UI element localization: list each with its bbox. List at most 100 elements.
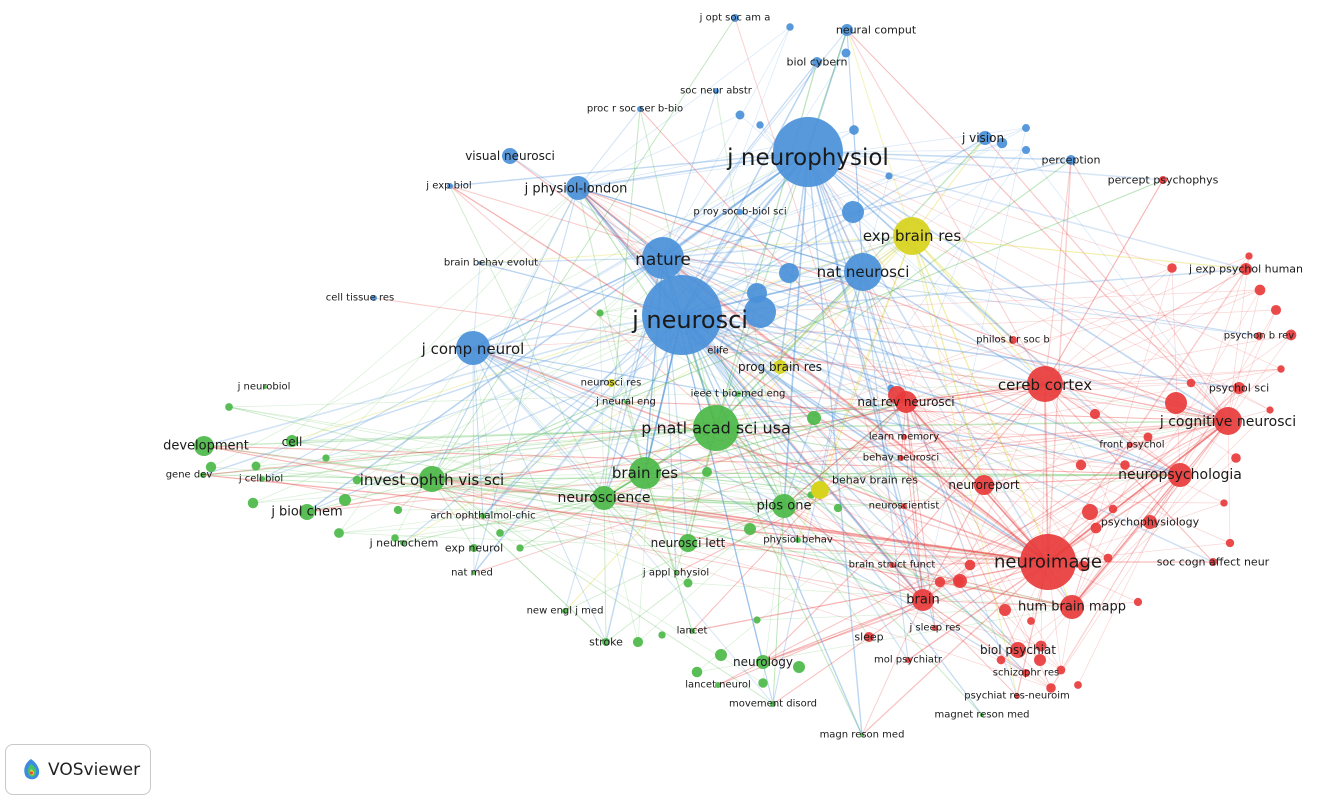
node-gene-dev[interactable] [200,472,206,478]
network-minor-node[interactable] [1046,683,1056,693]
node-j-opt-soc[interactable] [731,14,739,22]
vosviewer-badge[interactable]: VOSviewer [5,744,151,795]
node-j-appl-physiol[interactable] [674,571,678,575]
node-stroke[interactable] [602,638,610,646]
node-nature[interactable] [642,237,684,279]
node-nat-med[interactable] [472,571,476,575]
network-minor-node[interactable] [1090,522,1102,534]
network-hub-node[interactable] [953,574,967,588]
network-hub-node[interactable] [842,201,864,223]
node-arch-ophthalmol[interactable] [480,513,486,519]
node-ieee-bio[interactable] [735,391,741,397]
node-philos-t[interactable] [1009,336,1017,344]
network-minor-node[interactable] [934,576,946,588]
node-lancet[interactable] [689,628,695,634]
node-j-neurobiol[interactable] [263,385,267,389]
node-movement-disord[interactable] [770,701,776,707]
network-minor-node[interactable] [833,503,843,513]
network-minor-node[interactable] [496,529,504,537]
node-new-engl[interactable] [562,608,568,614]
network-minor-node[interactable] [1075,459,1087,471]
network-minor-node[interactable] [1056,665,1066,675]
network-minor-node[interactable] [1277,365,1285,373]
node-j-neurochem[interactable] [400,540,406,546]
network-minor-node[interactable] [964,559,976,571]
node-magnet-reson[interactable] [980,713,984,717]
network-minor-node[interactable] [683,578,693,588]
node-magn-reson[interactable] [860,733,864,737]
network-minor-node[interactable] [1254,284,1266,296]
node-neuropsychologia[interactable] [1168,463,1192,487]
network-hub-node[interactable] [779,263,799,283]
network-minor-node[interactable] [1108,504,1118,514]
network-minor-node[interactable] [786,23,794,31]
network-minor-node[interactable] [1103,553,1113,563]
node-elife[interactable] [716,349,720,353]
network-hub-node[interactable] [715,649,727,661]
node-hum-brain-mapp[interactable] [1060,595,1084,619]
network-minor-node[interactable] [632,636,644,648]
node-prog-brain-res[interactable] [773,360,787,374]
node-biol-psychiat[interactable] [1010,642,1026,658]
node-brain-res[interactable] [629,457,661,489]
node-front-psychol[interactable] [1127,442,1133,448]
node-j-sleep-res[interactable] [932,625,938,631]
node-cell-tissue-res[interactable] [371,295,377,301]
network-minor-node[interactable] [1231,453,1241,463]
node-brain-behav-evolut[interactable] [478,261,482,265]
network-hub-node[interactable] [1165,392,1187,414]
network-minor-node[interactable] [1285,329,1297,341]
node-neurosci-res[interactable] [607,379,615,387]
network-minor-node[interactable] [1022,124,1030,132]
node-p-roy-soc[interactable] [737,209,743,215]
network-minor-node[interactable] [225,403,233,411]
network-minor-node[interactable] [1074,681,1082,689]
node-perception[interactable] [1066,155,1076,165]
network-minor-node[interactable] [691,666,703,678]
node-psychon-b-rev[interactable] [1255,332,1263,340]
network-hub-node[interactable] [807,411,821,425]
network-hub-node[interactable] [793,661,805,673]
node-psychiat-res[interactable] [1014,693,1020,699]
network-hub-node[interactable] [1082,504,1098,520]
node-pnas[interactable] [693,405,739,451]
network-minor-node[interactable] [756,121,764,129]
node-j-physiol-london[interactable] [566,176,590,200]
network-minor-node[interactable] [247,497,259,509]
network-minor-node[interactable] [996,137,1008,149]
network-minor-node[interactable] [322,454,330,462]
network-minor-node[interactable] [205,461,217,473]
node-j-exp-psychol[interactable] [1240,263,1252,275]
network-minor-node[interactable] [1077,560,1089,572]
node-schizophr-res[interactable] [1022,669,1030,677]
network-minor-node[interactable] [1143,432,1153,442]
node-percept-psychophys[interactable] [1159,176,1167,184]
node-plos-one[interactable] [772,494,796,518]
network-minor-node[interactable] [393,505,403,515]
network-minor-node[interactable] [1027,617,1035,625]
network-hub-node[interactable] [747,283,767,303]
node-j-cell-biol[interactable] [259,476,265,482]
node-neuroscience[interactable] [592,486,616,510]
node-lancet-neurol[interactable] [715,682,721,688]
network-minor-node[interactable] [1089,408,1101,420]
node-cell[interactable] [286,435,298,447]
node-psychol-sci[interactable] [1233,382,1245,394]
network-minor-node[interactable] [352,475,362,485]
network-hub-node[interactable] [999,604,1011,616]
network-minor-node[interactable] [1120,460,1130,470]
node-exp-brain-res[interactable] [893,217,931,255]
node-nat-rev-neurosci[interactable] [895,391,917,413]
network-minor-node[interactable] [841,48,851,58]
node-learn-memory[interactable] [901,434,907,440]
network-minor-node[interactable] [996,655,1006,665]
network-minor-node[interactable] [596,309,604,317]
node-neurosci-lett[interactable] [679,534,697,552]
node-physiol-behav[interactable] [795,537,801,543]
network-minor-node[interactable] [1035,640,1047,652]
node-brain[interactable] [912,589,934,611]
node-j-vision[interactable] [978,131,992,145]
network-minor-node[interactable] [885,172,893,180]
node-neurology[interactable] [756,655,770,669]
network-minor-node[interactable] [753,616,761,624]
